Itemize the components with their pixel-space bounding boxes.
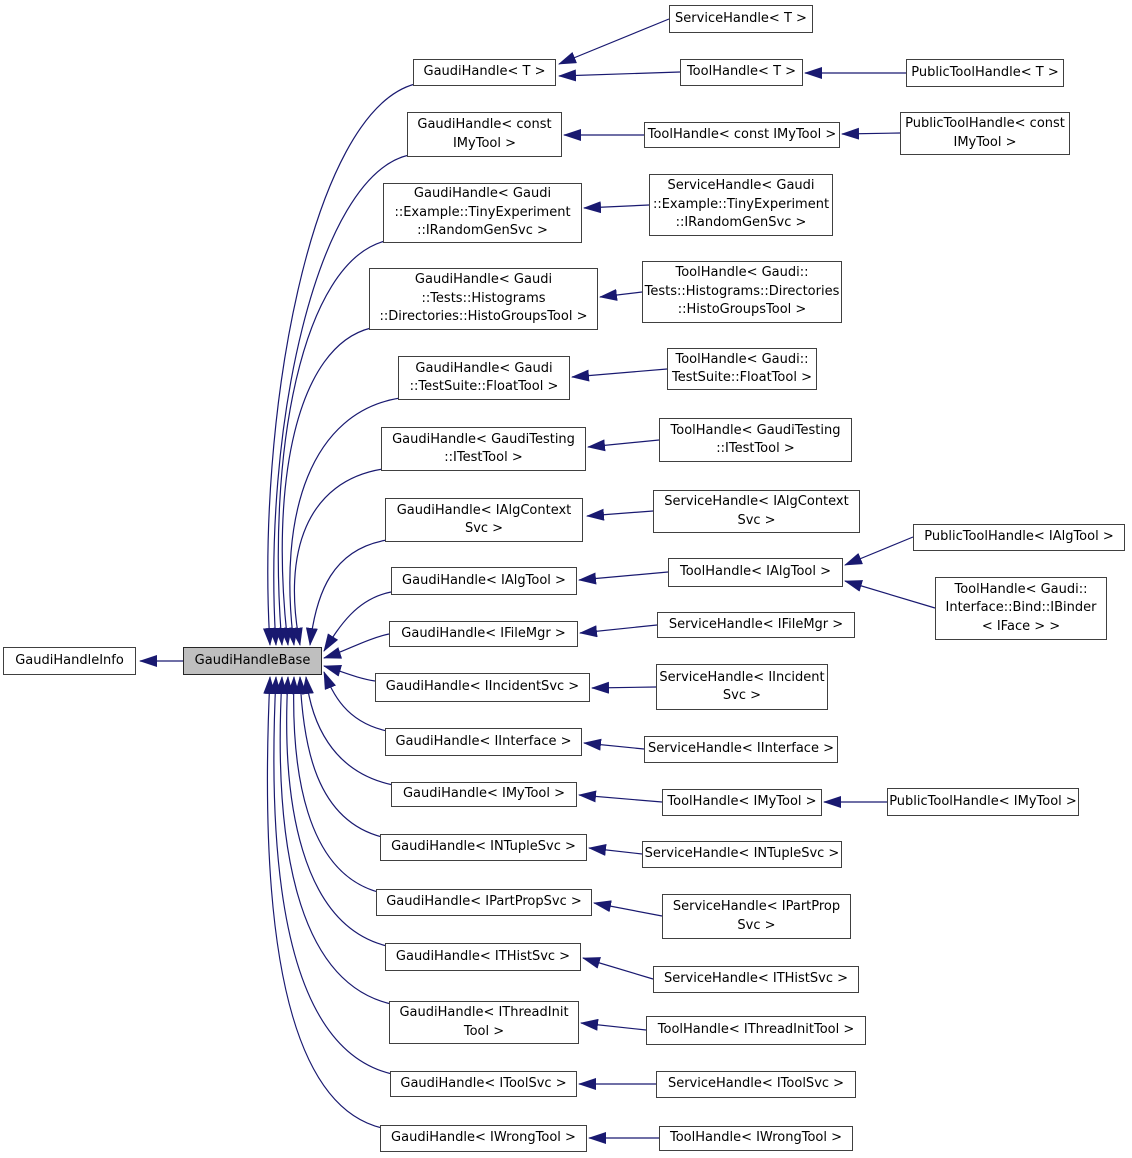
edge-th_testtool-to-gh_testtool xyxy=(587,439,660,452)
edge-th_histo-to-gh_histo xyxy=(599,289,643,301)
node-servicehandle-intuplesvc[interactable]: ServiceHandle< INTupleSvc > xyxy=(642,841,842,868)
node-publictoolhandle-imytool[interactable]: PublicToolHandle< IMyTool > xyxy=(887,788,1079,816)
edge-gh_incident-to-base xyxy=(323,665,376,682)
edge-gh_threadinit-to-base xyxy=(275,676,392,1005)
edge-th_binder-to-th_algtool xyxy=(844,580,936,609)
node-gaudihandle-imytool[interactable]: GaudiHandle< IMyTool > xyxy=(391,782,577,807)
edge-sh_tiny-to-gh_tiny xyxy=(583,201,650,214)
edge-sh_incident-to-gh_incident xyxy=(591,681,657,694)
edge-gh_ithist-to-base xyxy=(281,676,388,947)
node-gaudihandle-ithreadinittool[interactable]: GaudiHandle< IThreadInit Tool > xyxy=(389,1001,579,1044)
edge-pth_algtool-to-th_algtool xyxy=(844,536,914,566)
node-servicehandle-ipartpropsvc[interactable]: ServiceHandle< IPartProp Svc > xyxy=(662,894,851,939)
edge-th_threadinit-to-gh_threadinit xyxy=(580,1018,647,1031)
edge-sh_iface-to-gh_iface xyxy=(583,738,645,751)
node-gaudihandle-const-imytool[interactable]: GaudiHandle< const IMyTool > xyxy=(407,112,562,157)
node-gaudihandle-ipartpropsvc[interactable]: GaudiHandle< IPartPropSvc > xyxy=(376,889,592,916)
edge-gh_imytool-to-base xyxy=(301,676,394,786)
edge-th_algtool-to-gh_algtool xyxy=(578,571,669,585)
node-servicehandle-ialgcontextsvc[interactable]: ServiceHandle< IAlgContext Svc > xyxy=(653,490,860,533)
node-publictoolhandle-const-imytool[interactable]: PublicToolHandle< const IMyTool > xyxy=(900,112,1070,155)
node-servicehandle-ifilemgr[interactable]: ServiceHandle< IFileMgr > xyxy=(657,612,855,638)
node-gaudihandle-tinyexperiment-irandomgensvc[interactable]: GaudiHandle< Gaudi ::Example::TinyExperi… xyxy=(383,183,582,243)
edge-gh_histo-to-base xyxy=(280,327,372,646)
node-toolhandle-ialgtool[interactable]: ToolHandle< IAlgTool > xyxy=(668,558,843,587)
node-gaudihandle-iinterface[interactable]: GaudiHandle< IInterface > xyxy=(385,728,582,756)
node-servicehandle-iincidentsvc[interactable]: ServiceHandle< IIncident Svc > xyxy=(656,664,828,710)
edge-gh_t-to-base xyxy=(262,83,416,646)
node-toolhandle-histogroupstool[interactable]: ToolHandle< Gaudi:: Tests::Histograms::D… xyxy=(642,261,842,323)
edge-th_t-to-gh_t xyxy=(558,69,681,82)
node-gaudihandleinfo[interactable]: GaudiHandleInfo xyxy=(3,647,136,675)
node-toolhandle-imytool[interactable]: ToolHandle< IMyTool > xyxy=(662,789,822,816)
node-toolhandle-iwrongtool[interactable]: ToolHandle< IWrongTool > xyxy=(659,1126,853,1151)
node-toolhandle-ithreadinittool[interactable]: ToolHandle< IThreadInitTool > xyxy=(646,1016,866,1045)
node-gaudihandle-iincidentsvc[interactable]: GaudiHandle< IIncidentSvc > xyxy=(375,673,590,702)
edge-gh_filemgr-to-base xyxy=(323,633,390,659)
edge-gh_algctx-to-base xyxy=(305,539,388,646)
edge-gh_float-to-base xyxy=(285,397,401,646)
edge-th_imytool-to-gh_imytool xyxy=(578,790,663,803)
node-gaudihandle-ialgcontextsvc[interactable]: GaudiHandle< IAlgContext Svc > xyxy=(385,498,583,542)
edge-gh_const-to-base xyxy=(268,154,410,646)
node-servicehandle-ithistsvc[interactable]: ServiceHandle< ITHistSvc > xyxy=(653,966,859,993)
edge-sh_filemgr-to-gh_filemgr xyxy=(579,624,658,638)
node-toolhandle-const-imytool[interactable]: ToolHandle< const IMyTool > xyxy=(644,122,840,148)
node-gaudihandle-ialgtool[interactable]: GaudiHandle< IAlgTool > xyxy=(391,567,577,595)
edge-gh_tiny-to-base xyxy=(274,240,386,646)
edge-gh_toolsvc-to-base xyxy=(269,676,393,1075)
edge-sh_t-to-gh_t xyxy=(558,18,670,65)
node-gaudihandle-itoolsvc[interactable]: GaudiHandle< IToolSvc > xyxy=(390,1071,577,1097)
edge-sh_intuple-to-gh_intuple xyxy=(588,843,643,856)
node-gaudihandle-ifilemgr[interactable]: GaudiHandle< IFileMgr > xyxy=(389,621,578,647)
node-servicehandle-itoolsvc[interactable]: ServiceHandle< IToolSvc > xyxy=(656,1071,856,1098)
node-toolhandle-t[interactable]: ToolHandle< T > xyxy=(680,59,803,86)
edge-gh_partprop-to-base xyxy=(287,676,379,893)
node-toolhandle-itesttool[interactable]: ToolHandle< GaudiTesting ::ITestTool > xyxy=(659,418,852,462)
node-servicehandle-iinterface[interactable]: ServiceHandle< IInterface > xyxy=(644,736,838,763)
node-toolhandle-ibinder-iface[interactable]: ToolHandle< Gaudi:: Interface::Bind::IBi… xyxy=(935,577,1107,640)
edge-pth_const-to-th_const xyxy=(841,127,901,140)
edge-gh_iface-to-base xyxy=(323,671,388,732)
node-toolhandle-floattool[interactable]: ToolHandle< Gaudi:: TestSuite::FloatTool… xyxy=(667,348,817,390)
edge-sh_algctx-to-gh_algctx xyxy=(586,508,654,521)
edge-sh_partprop-to-gh_partprop xyxy=(593,900,663,917)
node-gaudihandle-histogroupstool[interactable]: GaudiHandle< Gaudi ::Tests::Histograms :… xyxy=(369,268,598,330)
edge-gh_wrongtool-to-base xyxy=(263,676,383,1129)
edge-sh_ithist-to-gh_ithist xyxy=(582,957,654,980)
edge-gh_testtool-to-base xyxy=(290,468,384,646)
node-gaudihandle-itesttool[interactable]: GaudiHandle< GaudiTesting ::ITestTool > xyxy=(381,427,586,471)
node-gaudihandle-t[interactable]: GaudiHandle< T > xyxy=(413,59,556,86)
edge-gh_intuple-to-base xyxy=(294,676,383,838)
node-publictoolhandle-ialgtool[interactable]: PublicToolHandle< IAlgTool > xyxy=(913,524,1125,551)
edge-th_float-to-gh_float xyxy=(571,368,668,382)
node-servicehandle-irandomgensvc[interactable]: ServiceHandle< Gaudi ::Example::TinyExpe… xyxy=(649,174,833,236)
edge-gh_algtool-to-base xyxy=(323,591,392,652)
node-gaudihandle-intuplesvc[interactable]: GaudiHandle< INTupleSvc > xyxy=(380,834,587,861)
node-gaudihandle-iwrongtool[interactable]: GaudiHandle< IWrongTool > xyxy=(380,1125,587,1152)
node-publictoolhandle-t[interactable]: PublicToolHandle< T > xyxy=(906,59,1064,87)
node-gaudihandle-ithistsvc[interactable]: GaudiHandle< ITHistSvc > xyxy=(385,943,581,971)
node-servicehandle-t[interactable]: ServiceHandle< T > xyxy=(669,5,813,33)
node-gaudihandlebase[interactable]: GaudiHandleBase xyxy=(183,647,322,675)
node-gaudihandle-floattool[interactable]: GaudiHandle< Gaudi ::TestSuite::FloatToo… xyxy=(398,356,570,400)
